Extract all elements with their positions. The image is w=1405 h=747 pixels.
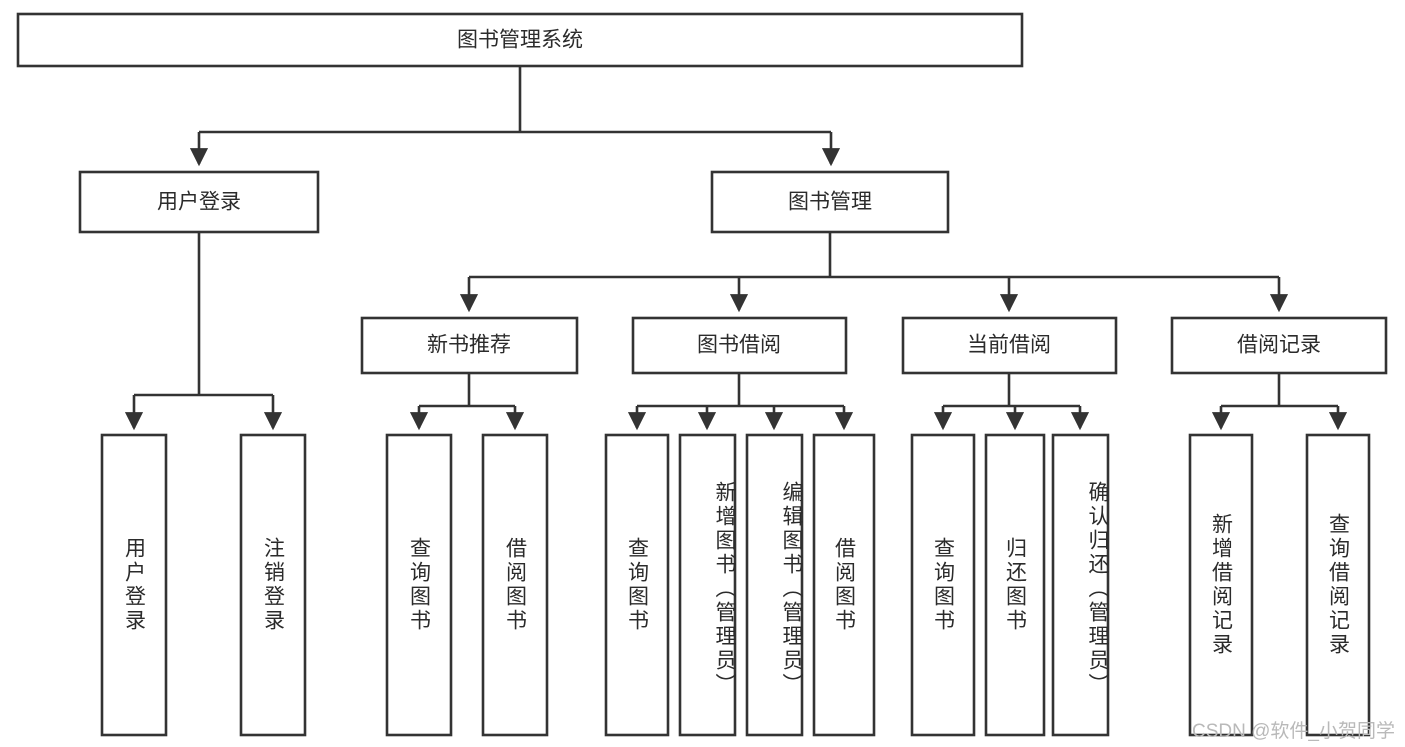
node-root[interactable]: 图书管理系统 — [16, 12, 1024, 68]
connector-group-new-book-rec-to-leaves — [409, 373, 525, 431]
leaf-borrow-book-2-box[interactable] — [812, 433, 876, 737]
node-new-book-rec[interactable]: 新书推荐 — [360, 316, 579, 375]
node-current-borrow-label: 当前借阅 — [967, 334, 1051, 357]
node-user-login-box[interactable] — [78, 170, 320, 234]
node-new-book-rec-box[interactable] — [360, 316, 579, 375]
connector-group-book-manage-to-level3 — [459, 232, 1289, 313]
node-borrow-record[interactable]: 借阅记录 — [1170, 316, 1388, 375]
connector-group-current-borrow-to-leaves — [933, 373, 1090, 431]
leaf-query-book-3-box[interactable] — [910, 433, 976, 737]
leaf-edit-book-admin-box[interactable] — [745, 433, 804, 737]
leaf-query-book-2-box[interactable] — [604, 433, 670, 737]
leaf-add-book-admin-box[interactable] — [678, 433, 737, 737]
leaf-return-book-box[interactable] — [984, 433, 1046, 737]
csdn-watermark: CSDN @软件_小贺同学 — [1192, 721, 1395, 742]
node-new-book-rec-label: 新书推荐 — [427, 334, 511, 357]
connector-group-user-login-to-leaves — [124, 232, 283, 431]
leaf-boxes-group — [100, 433, 1371, 737]
node-book-borrow-box[interactable] — [631, 316, 848, 375]
connector-group-root-to-level2 — [189, 66, 841, 167]
node-user-login[interactable]: 用户登录 — [78, 170, 320, 234]
node-borrow-record-label: 借阅记录 — [1237, 334, 1321, 357]
leaf-query-book-1-box[interactable] — [385, 433, 453, 737]
connector-group-book-borrow-to-leaves — [627, 373, 854, 431]
leaf-user-logout-box[interactable] — [239, 433, 307, 737]
leaf-borrow-book-1-box[interactable] — [481, 433, 549, 737]
node-current-borrow-box[interactable] — [901, 316, 1118, 375]
node-user-login-label: 用户登录 — [157, 191, 241, 214]
node-book-manage-label: 图书管理 — [788, 191, 872, 214]
node-root-label: 图书管理系统 — [457, 29, 583, 52]
leaf-confirm-return-admin-box[interactable] — [1051, 433, 1110, 737]
node-book-borrow-label: 图书借阅 — [697, 334, 781, 357]
node-borrow-record-box[interactable] — [1170, 316, 1388, 375]
connector-group-borrow-record-to-leaves — [1211, 373, 1348, 431]
leaf-add-borrow-record-box[interactable] — [1188, 433, 1254, 737]
node-root-box[interactable] — [16, 12, 1024, 68]
node-book-manage-box[interactable] — [710, 170, 950, 234]
node-current-borrow[interactable]: 当前借阅 — [901, 316, 1118, 375]
node-book-borrow[interactable]: 图书借阅 — [631, 316, 848, 375]
leaf-query-borrow-record-box[interactable] — [1305, 433, 1371, 737]
leaf-user-login-box[interactable] — [100, 433, 168, 737]
node-book-manage[interactable]: 图书管理 — [710, 170, 950, 234]
